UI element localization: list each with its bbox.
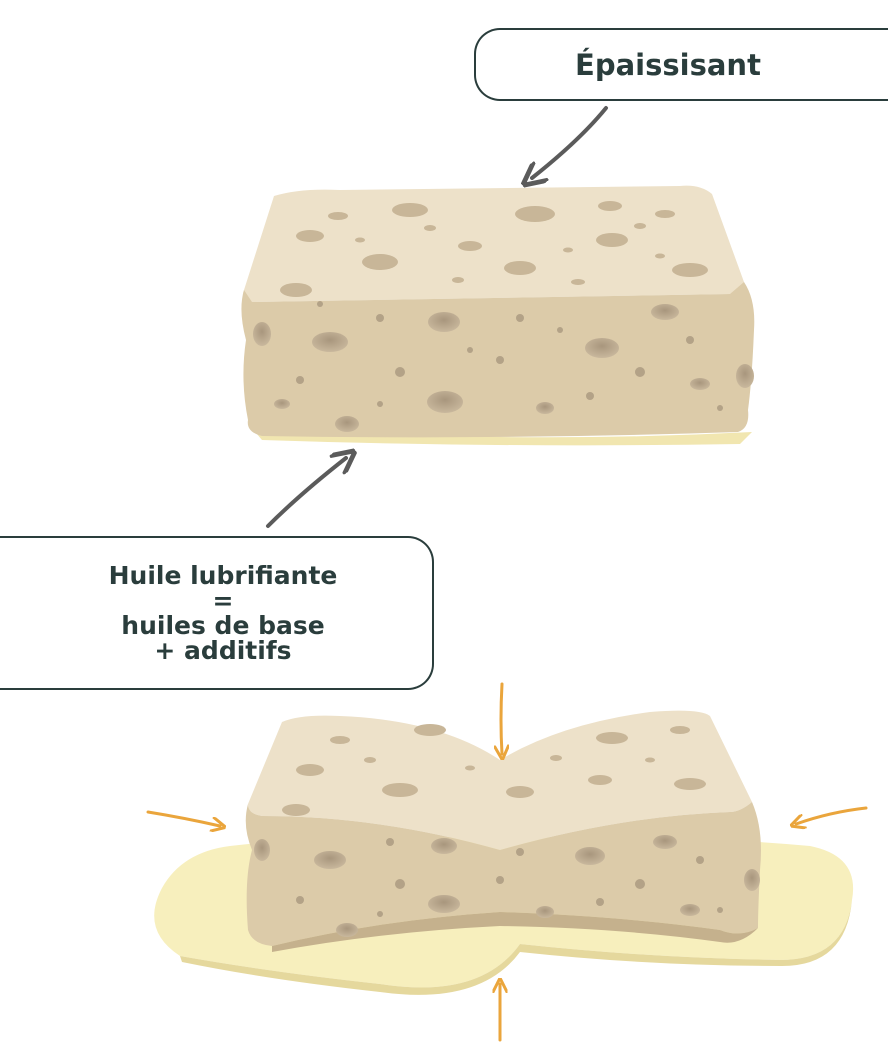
arrow-compress-right [796, 808, 866, 824]
arrow-to-thickener [532, 108, 606, 178]
sponge-top [241, 186, 754, 446]
sponge-bottom [154, 711, 853, 995]
label-lubricating-oil: Huile lubrifiante = huiles de base + add… [0, 536, 434, 690]
label-thickener: Épaissisant [474, 28, 888, 101]
arrow-to-oil [268, 458, 346, 526]
arrow-compress-left [148, 812, 220, 826]
arrow-compress-top [501, 684, 502, 754]
label-oil-line2: = [213, 588, 234, 613]
label-thickener-text: Épaissisant [575, 48, 761, 82]
label-oil-line4: + additifs [154, 638, 291, 663]
sponge-top-face [243, 186, 744, 302]
label-oil-line3: huiles de base [121, 613, 324, 638]
label-oil-line1: Huile lubrifiante [109, 563, 338, 588]
